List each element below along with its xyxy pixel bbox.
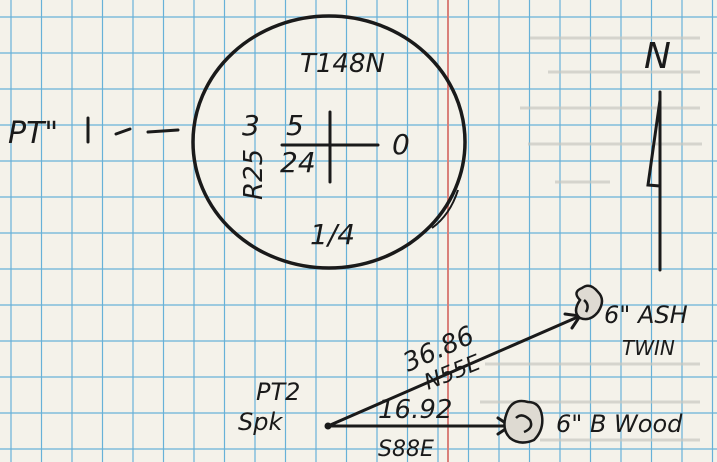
- section-top-number: 5: [286, 109, 304, 142]
- township-label: T148N: [300, 49, 385, 79]
- section-right-number: 0: [392, 128, 410, 161]
- point2-spike-mark: [324, 422, 332, 430]
- section-circle: [191, 14, 467, 270]
- bearing-lines: [326, 314, 582, 428]
- faded-background-writing: [480, 36, 702, 442]
- section-bottom-number: 24: [280, 146, 316, 179]
- bwood-tree-description: 6" B Wood: [556, 410, 683, 438]
- point-marker-label: PT": [8, 116, 58, 151]
- section-corner-cross: [280, 110, 380, 184]
- north-label: N: [644, 36, 671, 77]
- section-circle-retrace: [431, 189, 459, 229]
- bearing-line-ash: [326, 314, 582, 428]
- ash-tree-description: 6" ASH: [604, 301, 688, 329]
- ash-tree-note: TWIN: [622, 336, 675, 360]
- section-left-number: 3: [242, 109, 260, 142]
- quarter-label: 1/4: [310, 218, 355, 251]
- ash-tree-icon: [574, 284, 604, 321]
- bwood-distance-label: 16.92: [378, 395, 452, 425]
- point2-spike-label: Spk: [238, 408, 283, 436]
- north-arrow: [646, 90, 662, 272]
- point-marker-tick: [86, 116, 180, 144]
- range-label: R25: [239, 149, 269, 200]
- north-arrow-head: [646, 98, 662, 188]
- bwood-tree-icon: [503, 399, 544, 444]
- bwood-bearing-label: S88E: [378, 437, 434, 462]
- point2-label: PT2: [256, 378, 300, 406]
